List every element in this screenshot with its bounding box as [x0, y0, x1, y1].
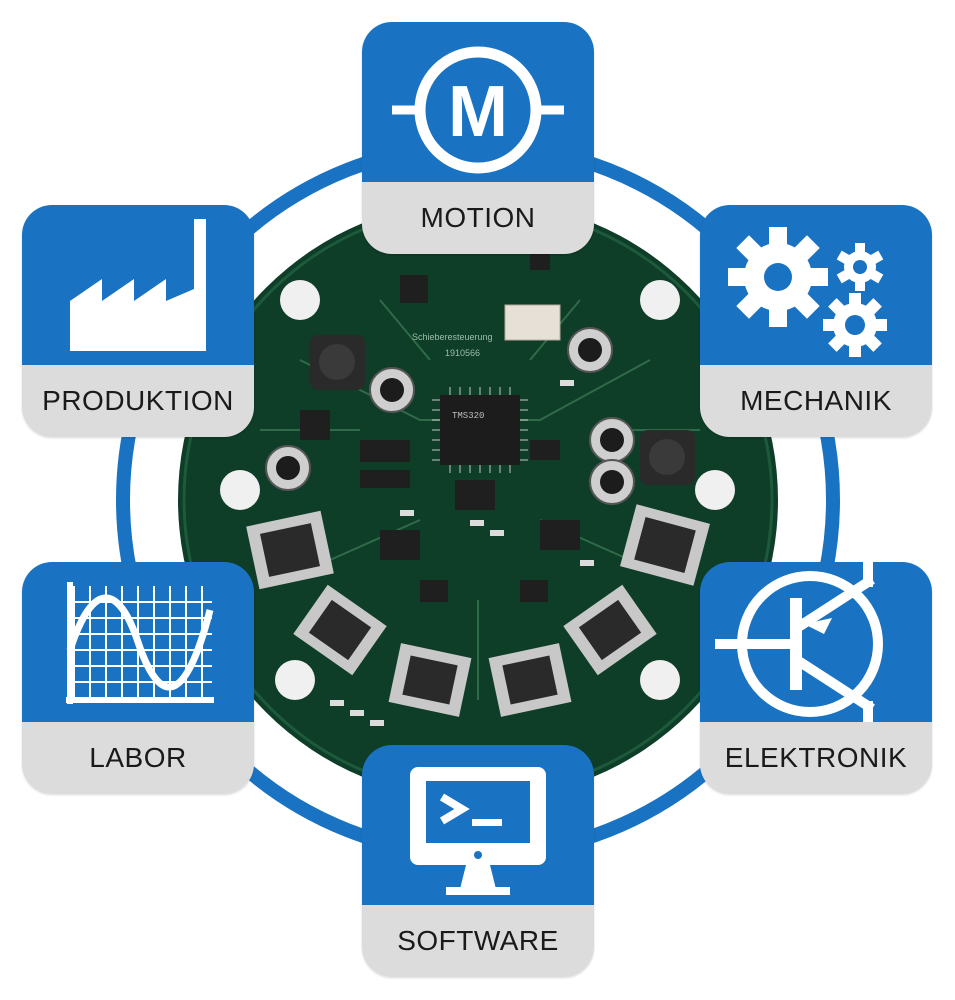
gears-icon	[728, 227, 887, 357]
tile-label: PRODUKTION	[42, 385, 234, 416]
pin-header-connector	[504, 304, 561, 341]
tile-motion: M MOTION	[362, 22, 594, 254]
terminal-monitor-icon	[410, 767, 546, 895]
tile-produktion-icon-area	[22, 205, 254, 365]
tile-label: MOTION	[420, 202, 536, 233]
tile-produktion-label-area: PRODUKTION	[22, 365, 254, 437]
capacitors	[265, 327, 635, 505]
tile-mechanik-label-area: MECHANIK	[700, 365, 932, 437]
sine-wave-graph-icon	[66, 582, 214, 704]
power-transistors	[246, 504, 710, 717]
svg-text:M: M	[448, 72, 508, 152]
factory-icon	[70, 219, 206, 351]
tile-label: LABOR	[89, 742, 187, 773]
tile-motion-label-area: MOTION	[362, 182, 594, 254]
tile-software-icon-area	[362, 745, 594, 905]
tile-label: ELEKTRONIK	[724, 742, 908, 773]
tile-labor: LABOR	[22, 562, 254, 794]
motor-icon: M	[392, 46, 564, 174]
tile-labor-label-area: LABOR	[22, 722, 254, 794]
main-processor-chip	[432, 387, 528, 473]
tile-mechanik-icon-area	[700, 205, 932, 365]
mounting-holes	[220, 280, 735, 700]
tile-software: SOFTWARE	[362, 745, 594, 977]
tile-produktion: PRODUKTION	[22, 205, 254, 437]
silkscreen-id: 1910566	[445, 348, 480, 358]
passives	[330, 380, 594, 726]
silkscreen-title: Schieberesteuerung	[412, 332, 493, 342]
tile-elektronik-icon-area	[700, 562, 932, 722]
transistor-icon	[715, 562, 883, 722]
chip-marking: TMS320	[452, 411, 484, 421]
tile-software-label-area: SOFTWARE	[362, 905, 594, 977]
tile-labor-icon-area	[22, 562, 254, 722]
tile-label: MECHANIK	[740, 385, 892, 416]
smd-components	[300, 250, 580, 602]
tile-mechanik: MECHANIK	[700, 205, 932, 437]
tile-motion-icon-area: M	[362, 22, 594, 182]
tile-elektronik-label-area: ELEKTRONIK	[700, 722, 932, 794]
tile-elektronik: ELEKTRONIK	[700, 562, 932, 794]
tile-label: SOFTWARE	[397, 925, 559, 956]
